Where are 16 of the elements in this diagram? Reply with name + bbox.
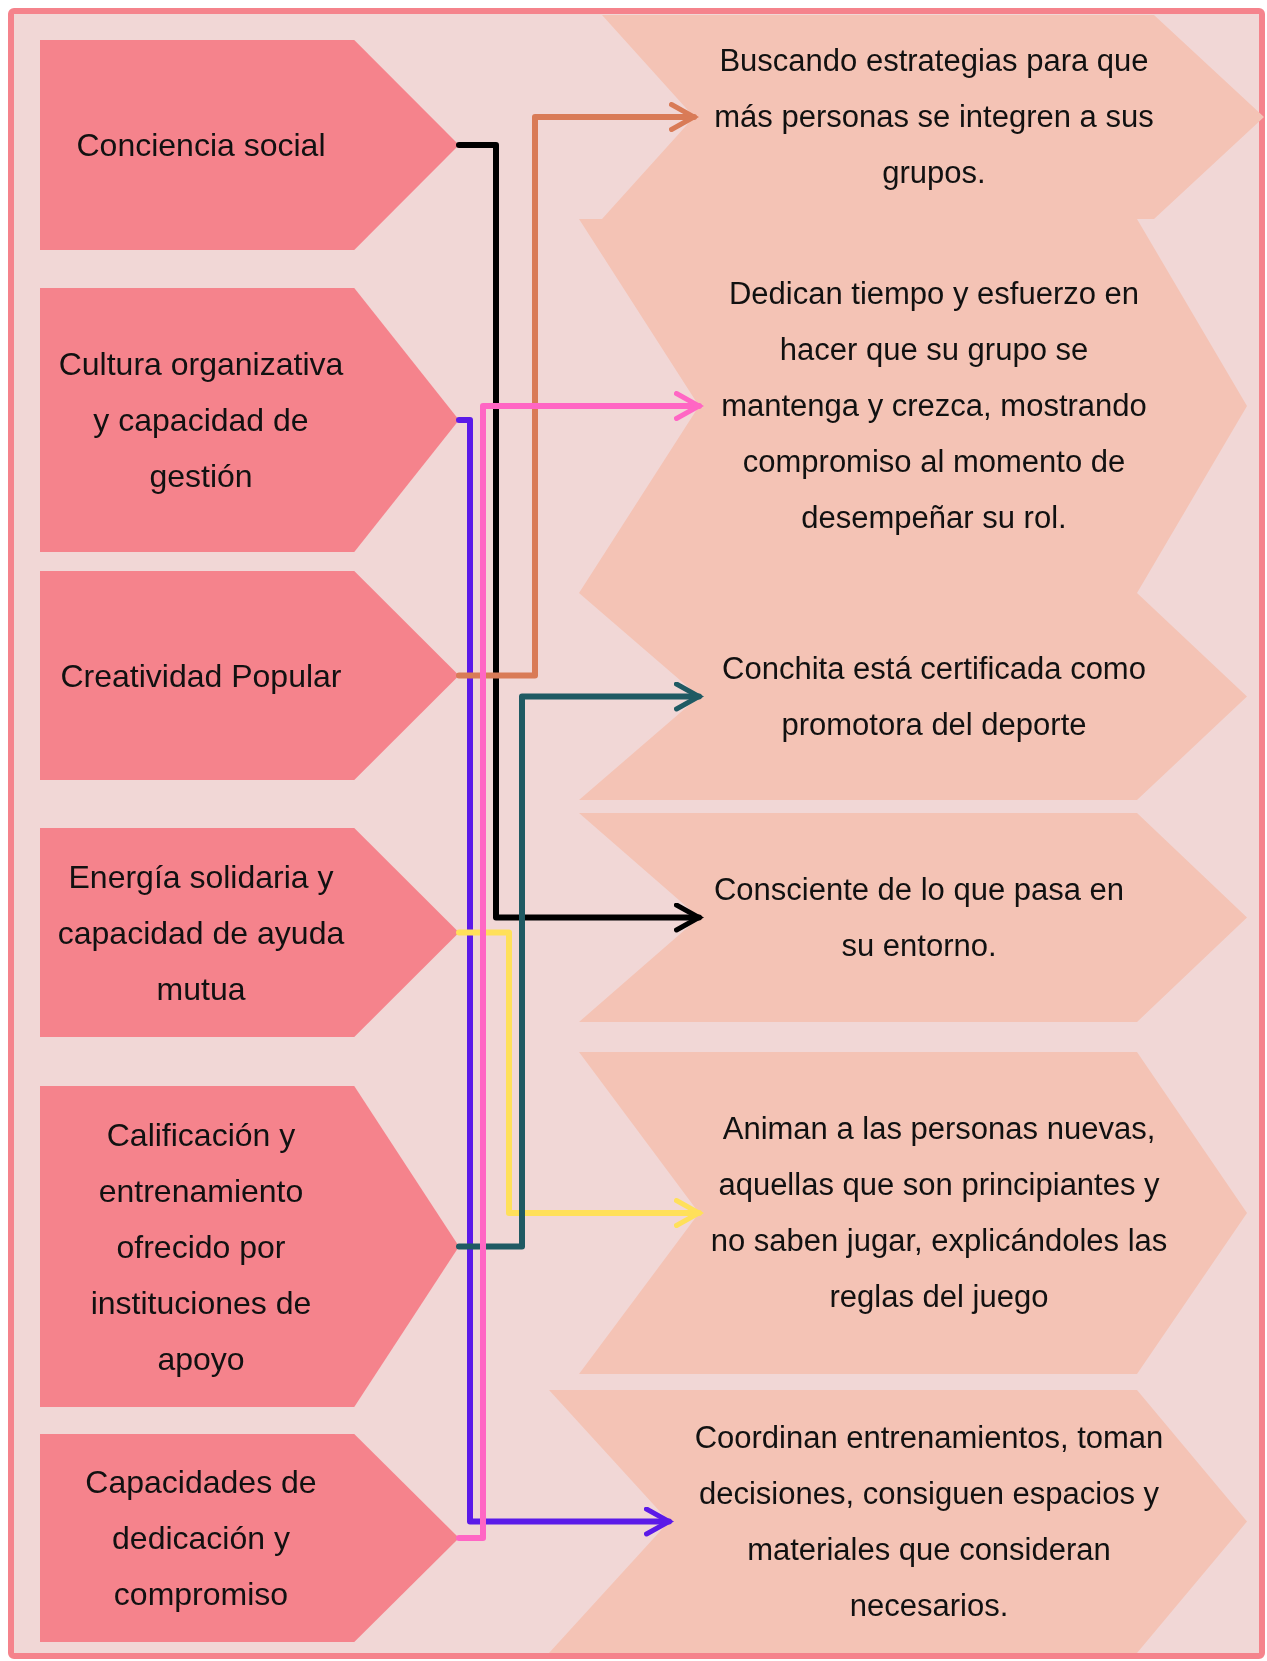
arrow xyxy=(456,102,697,679)
node-text: Animan a las personas nuevas, aquellas que son principiantes y no saben jugar, explicándoles las reglas del juego xyxy=(709,1110,1169,1316)
node-text: Consciente de lo que pasa en su entorno. xyxy=(712,870,1126,965)
node-text: Buscando estrategias para que más personas se integren a sus grupos. xyxy=(713,42,1155,192)
node-text: Coordinan entrenamientos, toman decisiones, consiguen espacios y materiales que consideran necesarios. xyxy=(693,1418,1165,1625)
arrow xyxy=(456,681,702,1250)
node-text: Capacidades de dedicación y compromiso xyxy=(84,1463,318,1614)
node-text: Dedican tiempo y esfuerzo en hacer que su grupo se mantenga y crezca, mostrando compromiso al momento de desempeñar su rol. xyxy=(720,275,1148,537)
node-text: Conchita está certificada como promotora del deporte xyxy=(721,649,1147,744)
node-text: Cultura organizativa y capacidad de gestión xyxy=(57,345,345,496)
node-text: Conciencia social xyxy=(76,126,326,165)
node-text: Creatividad Popular xyxy=(60,656,342,696)
arrow xyxy=(456,929,702,1228)
arrow xyxy=(456,142,702,933)
node-text: Energía solidaria y capacidad de ayuda mutua xyxy=(56,857,346,1009)
node-text: Calificación y entrenamiento ofrecido por instituciones de apoyo xyxy=(89,1115,313,1379)
